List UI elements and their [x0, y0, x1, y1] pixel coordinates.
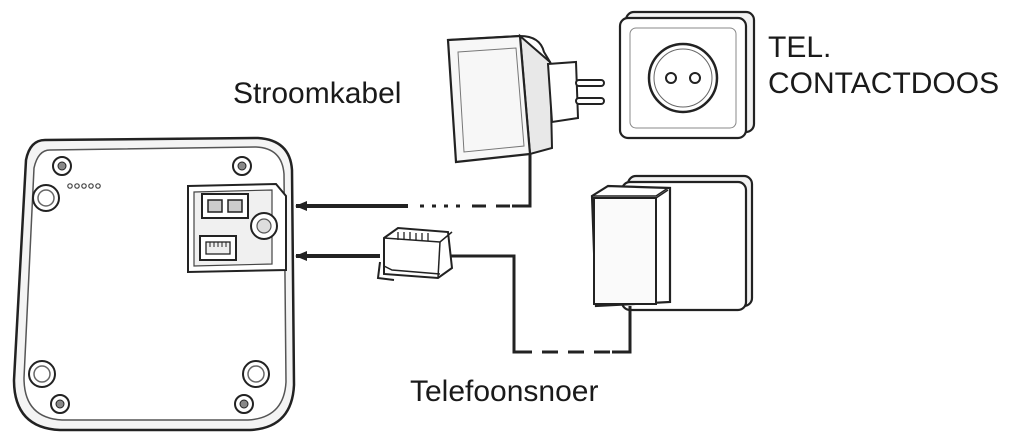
rubber-foot-icon	[242, 360, 270, 388]
rj11-plug-icon	[376, 226, 454, 281]
phone-cord	[440, 254, 610, 354]
rj11-jack-icon	[199, 235, 237, 261]
phone-base-station-icon	[12, 136, 296, 432]
phone-cord-label: Telefoonsnoer	[410, 375, 599, 408]
wall-outlet-icon	[618, 10, 756, 140]
power-cable-label: Stroomkabel	[233, 77, 402, 110]
screw-icon	[50, 394, 70, 414]
tel-socket-label-line1: TEL.	[768, 31, 832, 64]
screw-icon	[52, 156, 72, 176]
screw-icon	[234, 394, 254, 414]
vent-dots-icon	[67, 183, 101, 189]
cable-guide-icon	[250, 212, 278, 240]
power-jack-icon	[201, 193, 249, 219]
power-adapter-icon	[446, 33, 605, 208]
rubber-foot-icon	[32, 184, 60, 212]
telephone-wall-socket-icon	[590, 174, 754, 354]
connector-panel	[187, 182, 287, 274]
rubber-foot-icon	[28, 360, 56, 388]
tel-socket-label-line2: CONTACTDOOS	[768, 67, 1000, 100]
screw-icon	[232, 156, 252, 176]
